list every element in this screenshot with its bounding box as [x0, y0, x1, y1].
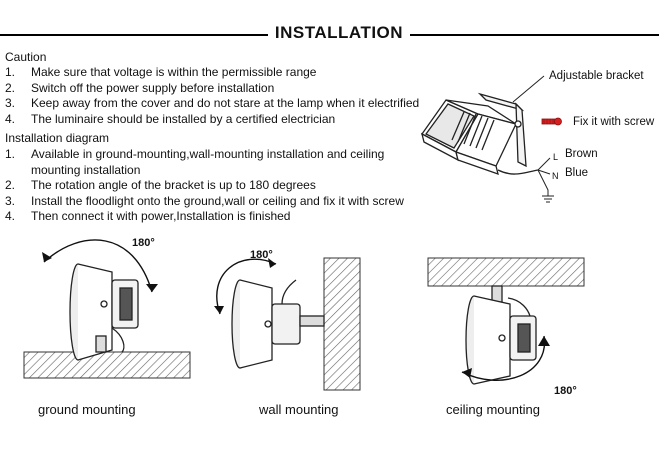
floodlight-body-illustration	[421, 99, 517, 176]
list-text: Available in ground-mounting,wall-mounti…	[31, 147, 385, 177]
rotation-angle-label: 180°	[554, 385, 577, 397]
adjustable-bracket-label: Adjustable bracket	[549, 70, 644, 82]
list-item: 4. Then connect it with power,Installati…	[5, 209, 415, 225]
bracket-leader-line	[512, 75, 545, 103]
installation-list: 1. Available in ground-mounting,wall-mou…	[5, 147, 415, 225]
floodlight-illustration	[231, 279, 325, 369]
arrowhead-icon	[214, 306, 224, 314]
title-rule-left	[0, 34, 268, 36]
ground-mounting-diagram: 180°	[23, 237, 191, 379]
rotation-angle-label: 180°	[250, 249, 273, 261]
list-text: The luminaire should be installed by a c…	[31, 111, 336, 126]
rotation-arc	[461, 335, 546, 381]
rotation-arc	[43, 239, 153, 293]
earth-ground-icon	[542, 195, 554, 203]
wire-blue-line	[537, 169, 551, 175]
list-text: Keep away from the cover and do not star…	[31, 96, 420, 111]
wall-surface	[323, 257, 361, 391]
list-text: Make sure that voltage is within the per…	[31, 65, 317, 79]
list-item: 2. The rotation angle of the bracket is …	[5, 178, 415, 194]
fix-with-screw-label: Fix it with screw	[573, 116, 655, 128]
list-number: 4.	[5, 111, 16, 126]
list-number: 4.	[5, 209, 16, 224]
list-item: 2. Switch off the power supply before in…	[5, 81, 425, 97]
ceiling-surface	[427, 257, 585, 287]
section-header: INSTALLATION	[0, 22, 659, 48]
list-text: The rotation angle of the bracket is up …	[31, 178, 316, 193]
arrowhead-icon	[268, 258, 276, 268]
list-number: 1.	[5, 65, 16, 79]
list-text: Then connect it with power,Installation …	[31, 209, 291, 224]
title-rule-right	[410, 34, 659, 36]
wire-brown-line	[537, 157, 551, 171]
wall-mounting-diagram: 180°	[214, 249, 361, 391]
adjustable-bracket-illustration	[477, 92, 527, 168]
list-item: 1. Available in ground-mounting,wall-mou…	[5, 147, 391, 178]
list-text: Switch off the power supply before insta…	[31, 80, 275, 95]
floodlight-illustration	[69, 263, 139, 361]
rotation-arc	[216, 258, 277, 315]
rotation-angle-label: 180°	[132, 237, 155, 249]
page-title: INSTALLATION	[274, 23, 404, 42]
list-number: 1.	[5, 147, 16, 161]
installation-diagram-heading: Installation diagram	[5, 131, 110, 145]
list-number: 3.	[5, 96, 16, 111]
list-number: 2.	[5, 178, 16, 193]
arrowhead-icon	[538, 336, 550, 346]
blue-wire-label: Blue	[565, 167, 589, 179]
floodlight-illustration	[465, 285, 537, 385]
ground-mounting-caption: ground mounting	[38, 402, 136, 417]
list-item: 3. Install the floodlight onto the groun…	[5, 194, 415, 210]
list-item: 1. Make sure that voltage is within the …	[5, 65, 425, 81]
wall-mounting-caption: wall mounting	[259, 402, 339, 417]
floodlight-wiring-diagram	[421, 75, 562, 203]
list-item: 4. The luminaire should be installed by …	[5, 112, 425, 128]
screw-icon	[541, 117, 562, 126]
caution-heading: Caution	[5, 50, 47, 64]
list-number: 3.	[5, 193, 16, 208]
list-item: 3. Keep away from the cover and do not s…	[5, 96, 425, 112]
ceiling-mounting-caption: ceiling mounting	[446, 402, 540, 417]
live-terminal-mark: L	[553, 152, 559, 162]
wire-earth-line	[537, 169, 549, 196]
power-cable-line	[497, 169, 539, 175]
caution-list: 1. Make sure that voltage is within the …	[5, 65, 425, 127]
arrowhead-icon	[462, 368, 472, 378]
ground-surface	[23, 351, 191, 379]
arrowhead-icon	[42, 252, 52, 262]
list-number: 2.	[5, 80, 16, 95]
list-text: Install the floodlight onto the ground,w…	[31, 193, 404, 208]
arrowhead-icon	[146, 284, 158, 292]
neutral-terminal-mark: N	[552, 171, 559, 181]
ceiling-mounting-diagram: 180°	[427, 257, 585, 397]
brown-wire-label: Brown	[565, 148, 598, 160]
